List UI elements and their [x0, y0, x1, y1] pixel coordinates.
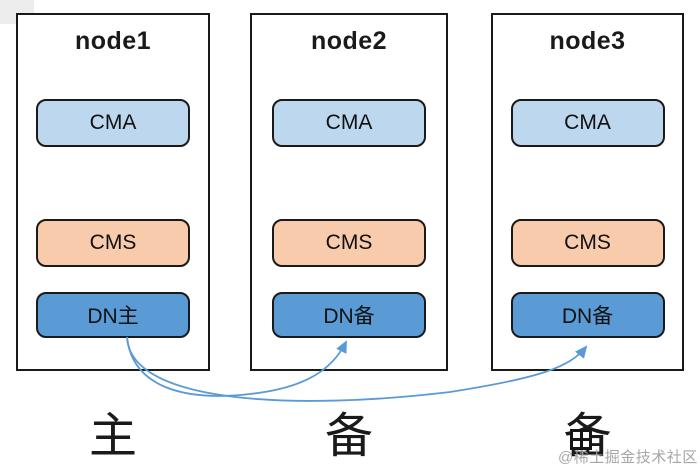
- node3-dn-label: DN备: [561, 305, 614, 328]
- node1-cms-box: CMS: [36, 219, 190, 267]
- node1-title: node1: [74, 27, 152, 55]
- node3-container: node3 CMA CMS DN备: [491, 13, 684, 371]
- node2-title: node2: [310, 27, 388, 55]
- node1-cma-box: CMA: [36, 99, 190, 147]
- node2-dn-standby-box: DN备: [272, 292, 426, 338]
- node2-cma-label: CMA: [325, 111, 373, 134]
- node2-role-label: 备: [324, 410, 373, 463]
- node1-role-label: 主: [88, 410, 137, 463]
- node3-dn-standby-box: DN备: [510, 292, 665, 338]
- node1-container: node1 CMA CMS DN主: [16, 13, 210, 371]
- node1-cms-label: CMS: [89, 231, 137, 254]
- juejin-logo-icon: [570, 429, 592, 450]
- node3-cma-box: CMA: [510, 99, 665, 147]
- node1-dn-label: DN主: [87, 305, 139, 328]
- node2-dn-label: DN备: [323, 305, 375, 328]
- node3-cma-label: CMA: [564, 111, 611, 134]
- node3-title: node3: [549, 27, 626, 55]
- node1-dn-primary-box: DN主: [36, 292, 190, 338]
- node2-cms-box: CMS: [272, 219, 426, 267]
- node3-cms-box: CMS: [510, 219, 665, 267]
- node3-cms-label: CMS: [564, 231, 611, 254]
- node1-cma-label: CMA: [89, 111, 137, 134]
- node2-cma-box: CMA: [272, 99, 426, 147]
- watermark-text: @稀土掘金技术社区: [558, 449, 698, 466]
- node2-container: node2 CMA CMS DN备: [250, 13, 448, 371]
- node2-cms-label: CMS: [325, 231, 373, 254]
